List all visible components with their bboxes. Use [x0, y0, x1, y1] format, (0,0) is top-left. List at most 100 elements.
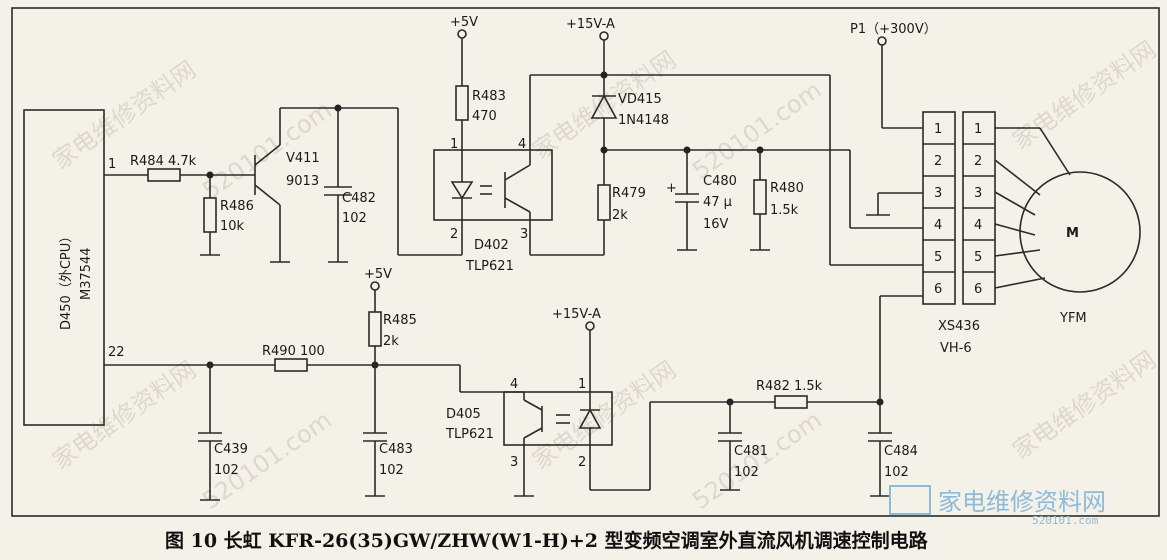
- resistor-r486: [203, 197, 217, 233]
- supply-terminal: [585, 321, 595, 331]
- upper-wiring: [104, 38, 923, 266]
- r486-label: R486: [220, 199, 254, 214]
- figure-caption: 图 10 长虹 KFR-26(35)GW/ZHW(W1-H)+2 型变频空调室外…: [165, 529, 929, 552]
- d405-pin4: 4: [510, 377, 518, 392]
- conn-pin: 3: [974, 186, 982, 201]
- vd415-part: 1N4148: [618, 113, 669, 128]
- c483-value: 102: [379, 463, 404, 478]
- watermark-text: 家电维修资料网: [1007, 36, 1161, 155]
- resistor-r485: [368, 311, 382, 347]
- r484-label: R484 4.7k: [130, 154, 197, 169]
- lower-wiring: [104, 290, 923, 501]
- c480-value: 47 μ: [703, 195, 732, 210]
- c484-label: C484: [884, 444, 918, 459]
- d402-pin3: 3: [520, 227, 528, 242]
- resistor-r490: [274, 358, 308, 372]
- d405-pin1: 1: [578, 377, 586, 392]
- supply-terminal: [370, 281, 380, 291]
- c439-label: C439: [214, 442, 248, 457]
- supply-15v-top: +15V-A: [566, 17, 615, 32]
- logo-text: 家电维修资料网: [938, 488, 1106, 516]
- supply-terminal: [457, 29, 467, 39]
- c480-voltage: 16V: [703, 217, 729, 232]
- connector-xs436: [922, 111, 996, 305]
- logo-url: 520101.com: [1032, 514, 1099, 527]
- r485-label: R485: [383, 313, 417, 328]
- resistor-r483: [455, 85, 469, 121]
- supply-p1: P1（+300V）: [850, 22, 937, 37]
- d402-pin1: 1: [450, 137, 458, 152]
- r490-label: R490 100: [262, 344, 325, 359]
- d405-part: TLP621: [445, 427, 494, 442]
- supply-5v-top: +5V: [450, 15, 478, 30]
- ic-pin22: 22: [108, 345, 125, 360]
- connector-label: XS436: [938, 319, 980, 334]
- conn-pin: 6: [934, 282, 942, 297]
- diagram-frame: [11, 7, 1160, 517]
- r485-value: 2k: [383, 334, 399, 349]
- conn-pin: 2: [934, 154, 942, 169]
- ic-name: D450（外CPU）: [59, 230, 74, 330]
- resistor-r484: [147, 168, 181, 182]
- c484-value: 102: [884, 465, 909, 480]
- c482-label: C482: [342, 191, 376, 206]
- motor-yfm: [1019, 171, 1141, 293]
- c480-label: C480: [703, 174, 737, 189]
- r480-value: 1.5k: [770, 203, 799, 218]
- resistor-r479: [597, 184, 611, 221]
- r483-value: 470: [472, 109, 497, 124]
- c480-plus: +: [666, 181, 677, 196]
- d405-pin2: 2: [578, 455, 586, 470]
- connector-type: VH-6: [940, 341, 972, 356]
- conn-pin: 2: [974, 154, 982, 169]
- r486-value: 10k: [220, 219, 245, 234]
- d405-label: D405: [446, 407, 481, 422]
- r479-value: 2k: [612, 208, 628, 223]
- motor-wiring: [994, 127, 1071, 289]
- supply-terminal: [877, 36, 887, 46]
- diode-vd415: [590, 90, 618, 125]
- watermark-url: 520101.com: [687, 76, 826, 185]
- ic-part: M37544: [79, 247, 94, 300]
- c439-value: 102: [214, 463, 239, 478]
- supply-15v-bottom: +15V-A: [552, 307, 601, 322]
- conn-pin: 4: [974, 218, 982, 233]
- ic-d450: D450（外CPU） M37544 1 22: [23, 109, 125, 426]
- d402-label: D402: [474, 238, 509, 253]
- c481-label: C481: [734, 444, 768, 459]
- supply-terminal: [599, 31, 609, 41]
- conn-pin: 3: [934, 186, 942, 201]
- ic-pin1: 1: [108, 157, 116, 172]
- vd415-label: VD415: [618, 92, 662, 107]
- motor-label: YFM: [1059, 311, 1087, 326]
- optocoupler-d402: [433, 149, 553, 221]
- conn-pin: 5: [934, 250, 942, 265]
- watermark-url: 520101.com: [687, 406, 826, 515]
- d402-pin4: 4: [518, 137, 526, 152]
- d402-pin2: 2: [450, 227, 458, 242]
- optocoupler-d405: [503, 391, 613, 446]
- resistor-r482: [774, 395, 808, 409]
- v411-part: 9013: [286, 174, 319, 189]
- conn-pin: 6: [974, 282, 982, 297]
- watermark-text: 家电维修资料网: [1007, 346, 1161, 465]
- conn-pin: 1: [974, 122, 982, 137]
- v411-label: V411: [286, 151, 320, 166]
- conn-pin: 4: [934, 218, 942, 233]
- c481-value: 102: [734, 465, 759, 480]
- d405-pin3: 3: [510, 455, 518, 470]
- motor-symbol: M: [1066, 226, 1079, 241]
- conn-pin: 5: [974, 250, 982, 265]
- r479-label: R479: [612, 186, 646, 201]
- watermark-url: 520101.com: [197, 406, 336, 515]
- r480-label: R480: [770, 181, 804, 196]
- r482-label: R482 1.5k: [756, 379, 823, 394]
- site-logo: 家电维修资料网 520101.com: [889, 485, 1106, 527]
- c482-value: 102: [342, 211, 367, 226]
- c483-label: C483: [379, 442, 413, 457]
- resistor-r480: [753, 179, 767, 215]
- supply-5v-bottom: +5V: [364, 267, 392, 282]
- watermark-text: 家电维修资料网: [47, 356, 201, 475]
